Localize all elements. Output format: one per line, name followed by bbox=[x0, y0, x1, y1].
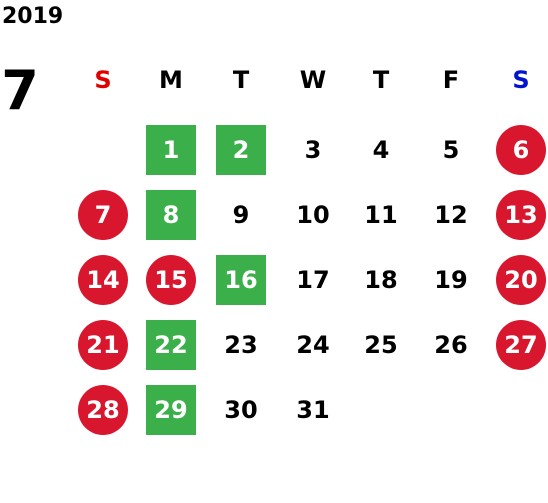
day-cell-3[interactable]: 3 bbox=[304, 136, 322, 164]
weekday-header-5: F bbox=[442, 66, 460, 94]
weekday-header-1: M bbox=[159, 66, 183, 94]
weekday-header-2: T bbox=[232, 66, 250, 94]
day-cell-19[interactable]: 19 bbox=[434, 266, 468, 294]
day-cell-4[interactable]: 4 bbox=[372, 136, 390, 164]
day-cell-1[interactable]: 1 bbox=[146, 125, 196, 175]
day-cell-13[interactable]: 13 bbox=[496, 190, 546, 240]
day-cell-31[interactable]: 31 bbox=[296, 396, 330, 424]
year-label: 2019 bbox=[2, 4, 64, 29]
day-cell-23[interactable]: 23 bbox=[224, 331, 258, 359]
day-cell-15[interactable]: 15 bbox=[146, 255, 196, 305]
day-cell-27[interactable]: 27 bbox=[496, 320, 546, 370]
day-cell-5[interactable]: 5 bbox=[442, 136, 460, 164]
day-cell-17[interactable]: 17 bbox=[296, 266, 330, 294]
day-cell-29[interactable]: 29 bbox=[146, 385, 196, 435]
day-cell-11[interactable]: 11 bbox=[364, 201, 398, 229]
month-label: 7 bbox=[1, 59, 39, 122]
day-cell-9[interactable]: 9 bbox=[232, 201, 250, 229]
day-cell-14[interactable]: 14 bbox=[78, 255, 128, 305]
day-cell-10[interactable]: 10 bbox=[296, 201, 330, 229]
weekday-header-3: W bbox=[299, 66, 327, 94]
day-cell-22[interactable]: 22 bbox=[146, 320, 196, 370]
weekday-header-6: S bbox=[512, 66, 530, 94]
day-cell-28[interactable]: 28 bbox=[78, 385, 128, 435]
day-cell-21[interactable]: 21 bbox=[78, 320, 128, 370]
day-cell-2[interactable]: 2 bbox=[216, 125, 266, 175]
day-cell-6[interactable]: 6 bbox=[496, 125, 546, 175]
day-cell-20[interactable]: 20 bbox=[496, 255, 546, 305]
weekday-header-4: T bbox=[372, 66, 390, 94]
day-cell-12[interactable]: 12 bbox=[434, 201, 468, 229]
day-cell-8[interactable]: 8 bbox=[146, 190, 196, 240]
day-cell-18[interactable]: 18 bbox=[364, 266, 398, 294]
day-cell-30[interactable]: 30 bbox=[224, 396, 258, 424]
day-cell-7[interactable]: 7 bbox=[78, 190, 128, 240]
weekday-header-0: S bbox=[94, 66, 112, 94]
day-cell-25[interactable]: 25 bbox=[364, 331, 398, 359]
day-cell-16[interactable]: 16 bbox=[216, 255, 266, 305]
day-cell-26[interactable]: 26 bbox=[434, 331, 468, 359]
day-cell-24[interactable]: 24 bbox=[296, 331, 330, 359]
